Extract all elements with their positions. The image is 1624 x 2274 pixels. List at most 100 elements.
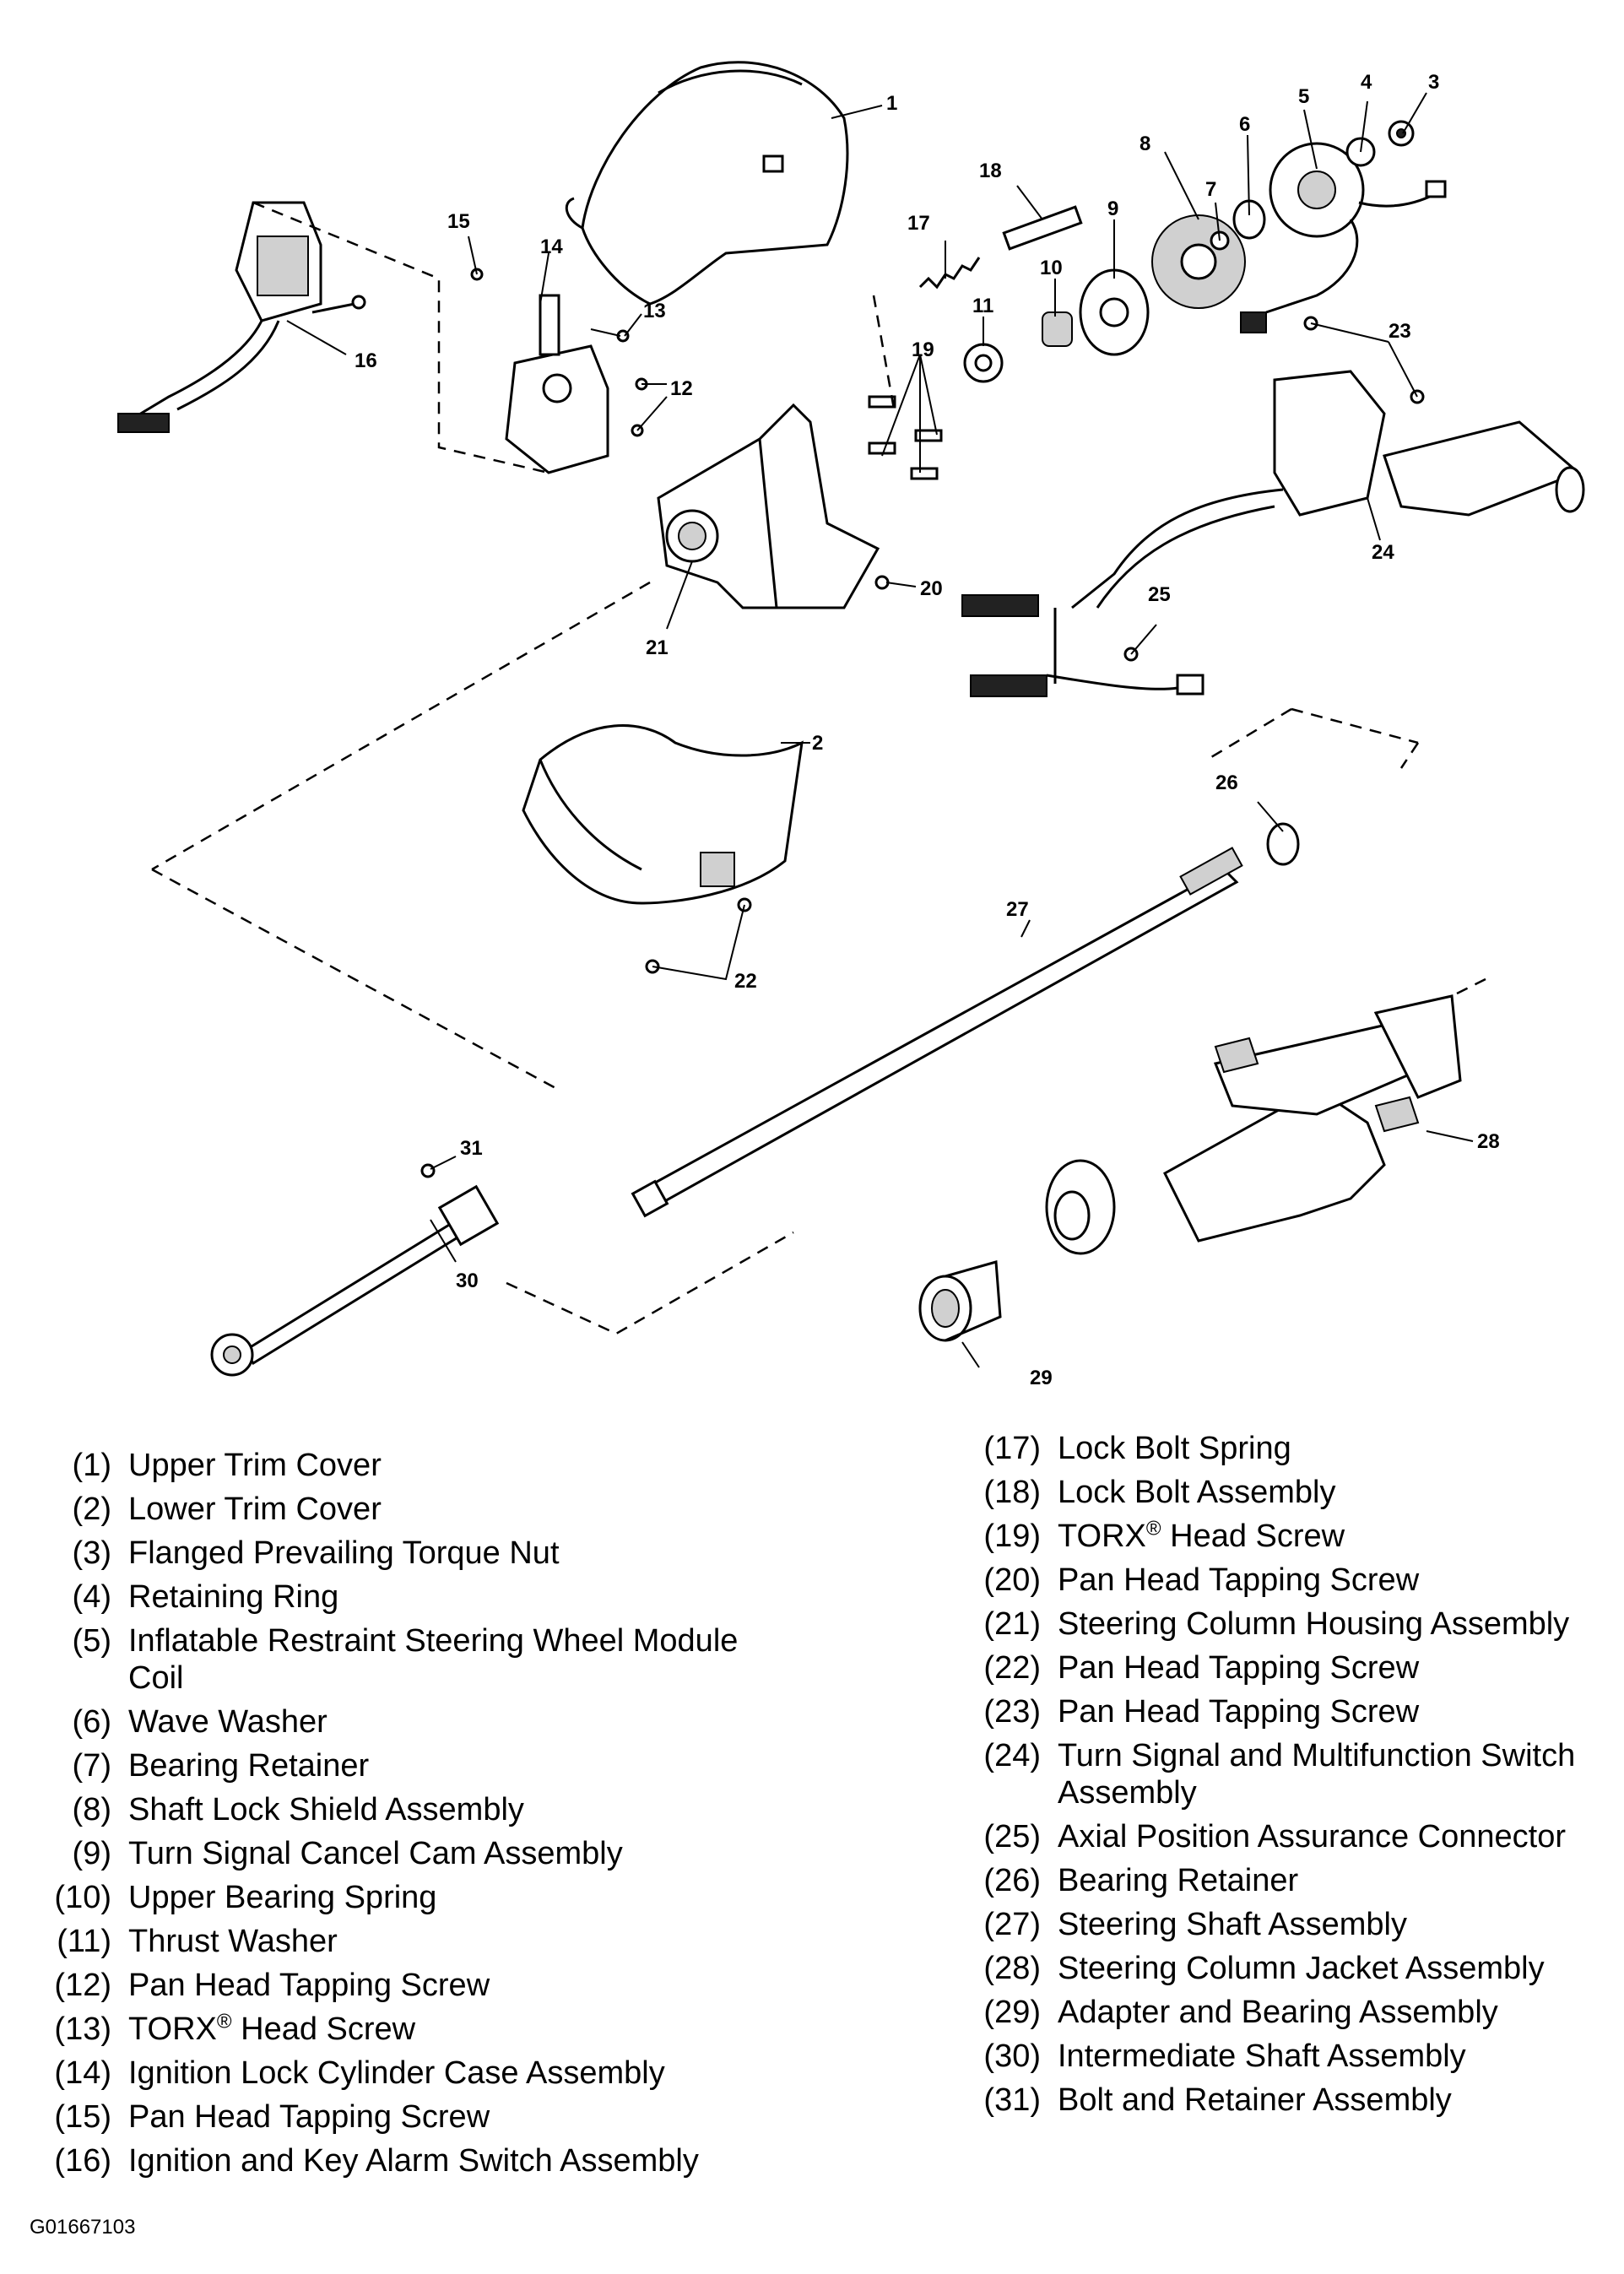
legend-label-text: TORX: [1058, 1519, 1146, 1554]
legend-item: (12) Pan Head Tapping Screw: [34, 1963, 793, 2007]
legend-item: (7) Bearing Retainer: [34, 1744, 793, 1788]
legend-label: Shaft Lock Shield Assembly: [128, 1788, 793, 1832]
legend-label: Turn Signal and Multifunction Switch Ass…: [1058, 1734, 1616, 1815]
legend-label: Axial Position Assurance Connector: [1058, 1815, 1616, 1859]
legend-label-text: Upper Trim Cover: [128, 1448, 382, 1483]
legend-item: (16)Ignition and Key Alarm Switch Assemb…: [34, 2139, 793, 2183]
part-axial-position-connector: [1046, 647, 1204, 696]
legend-label: Pan Head Tapping Screw: [1058, 1690, 1616, 1734]
callout-1: 1: [886, 92, 897, 115]
legend-item: (29)Adapter and Bearing Assembly: [958, 1990, 1616, 2034]
legend-label-text: Intermediate Shaft Assembly: [1058, 2038, 1466, 2074]
callout-13: 13: [643, 300, 666, 322]
legend-number: (31): [983, 2082, 1041, 2118]
part-adapter-bearing: [918, 1260, 1002, 1342]
callout-15: 15: [447, 210, 470, 233]
part-steering-shaft: [631, 847, 1243, 1218]
callout-18: 18: [979, 160, 1002, 182]
legend-label: Ignition Lock Cylinder Case Assembly: [128, 2051, 793, 2095]
callout-20: 20: [920, 577, 943, 600]
legend-label-text: Pan Head Tapping Screw: [1058, 1694, 1420, 1730]
legend-number: (1): [72, 1448, 111, 1483]
legend-label-suffix: Head Screw: [1161, 1519, 1345, 1554]
legend-label: Wave Washer: [128, 1700, 793, 1744]
callout-21: 21: [646, 636, 669, 659]
callout-8: 8: [1140, 133, 1150, 155]
legend-label-text: Ignition Lock Cylinder Case Assembly: [128, 2055, 665, 2091]
legend-label: Flanged Prevailing Torque Nut: [128, 1531, 793, 1575]
callout-3: 3: [1428, 71, 1439, 94]
callout-30: 30: [456, 1270, 479, 1292]
legend-label: Lock Bolt Spring: [1058, 1427, 1616, 1470]
callout-23: 23: [1389, 320, 1411, 343]
legend-label-text: Pan Head Tapping Screw: [128, 2099, 490, 2135]
legend-number: (7): [72, 1748, 111, 1784]
callout-16: 16: [355, 349, 377, 372]
legend-label-text: Retaining Ring: [128, 1579, 339, 1615]
legend-item: (10) Upper Bearing Spring: [34, 1876, 793, 1919]
legend-label-text: Turn Signal Cancel Cam Assembly: [128, 1836, 623, 1871]
part-turn-signal-cancel-cam: [1079, 268, 1150, 356]
leader-lines: [286, 92, 1474, 1368]
legend-number: (12): [54, 1968, 111, 2003]
legend-label-text: Lock Bolt Assembly: [1058, 1475, 1336, 1510]
legend-label-text: Flanged Prevailing Torque Nut: [128, 1535, 560, 1571]
legend-label: Bolt and Retainer Assembly: [1058, 2078, 1616, 2122]
callout-31: 31: [460, 1137, 483, 1160]
legend-label-text: Pan Head Tapping Screw: [1058, 1650, 1420, 1686]
legend-label: Ignition and Key Alarm Switch Assembly: [128, 2139, 793, 2183]
screw-20: [874, 575, 890, 590]
legend-number: (15): [54, 2099, 111, 2135]
part-steering-column-jacket: [1045, 994, 1462, 1255]
legend-label: Lower Trim Cover: [128, 1487, 793, 1531]
legend-label: Inflatable Restraint Steering Wheel Modu…: [128, 1619, 793, 1700]
legend-label: Pan Head Tapping Screw: [1058, 1646, 1616, 1690]
legend-item: (5)Inflatable Restraint Steering Wheel M…: [34, 1619, 793, 1700]
callout-24: 24: [1372, 541, 1394, 564]
legend-label-text: Thrust Washer: [128, 1924, 338, 1959]
part-lock-bolt-spring: [918, 257, 981, 290]
legend-item: (2) Lower Trim Cover: [34, 1487, 793, 1531]
legend-item: (22)Pan Head Tapping Screw: [958, 1646, 1616, 1690]
legend-label-text: TORX: [128, 2011, 217, 2047]
legend-label: Bearing Retainer: [128, 1744, 793, 1788]
legend-label-text: Turn Signal and Multifunction Switch Ass…: [1058, 1738, 1576, 1811]
legend-item: (20)Pan Head Tapping Screw: [958, 1558, 1616, 1602]
legend-label-text: Steering Column Jacket Assembly: [1058, 1951, 1545, 1986]
legend-label-text: Inflatable Restraint Steering Wheel Modu…: [128, 1623, 739, 1696]
legend-item: (23) Pan Head Tapping Screw: [958, 1690, 1616, 1734]
callout-28: 28: [1477, 1130, 1500, 1153]
legend-number: (23): [983, 1694, 1041, 1730]
legend-label-text: Lower Trim Cover: [128, 1492, 382, 1527]
legend-label: TORX® Head Screw: [1058, 1514, 1616, 1558]
part-upper-trim-cover: [565, 61, 849, 306]
callout-22: 22: [734, 970, 757, 993]
legend-number: (18): [983, 1475, 1041, 1510]
legend-number: (2): [72, 1492, 111, 1527]
legend-label: Upper Bearing Spring: [128, 1876, 793, 1919]
callout-9: 9: [1107, 198, 1118, 220]
legend-item: (8)Shaft Lock Shield Assembly: [34, 1788, 793, 1832]
legend-number: (4): [72, 1579, 111, 1615]
callout-labels: 1 2 3 4 5 6 7 8 9 10 11 12 13 14 15 16 1…: [355, 71, 1500, 1389]
legend-label: Bearing Retainer: [1058, 1859, 1616, 1903]
legend-label-text: Upper Bearing Spring: [128, 1880, 437, 1915]
legend-label-text: Adapter and Bearing Assembly: [1058, 1995, 1498, 2030]
legend-number: (10): [54, 1880, 111, 1915]
legend-item: (30) Intermediate Shaft Assembly: [958, 2034, 1616, 2078]
legend-left: (1)Upper Trim Cover(2)Lower Trim Cover(3…: [34, 1443, 793, 2183]
callout-4: 4: [1361, 71, 1372, 94]
legend-label-text: Bearing Retainer: [128, 1748, 370, 1784]
part-bearing-retainer-26: [1266, 822, 1300, 866]
registered-mark: ®: [216, 2010, 232, 2033]
legend-label: Pan Head Tapping Screw: [128, 1963, 793, 2007]
legend-label-text: Wave Washer: [128, 1704, 328, 1740]
legend-item: (13)TORX® Head Screw: [34, 2007, 793, 2051]
legend-label-text: Shaft Lock Shield Assembly: [128, 1792, 524, 1827]
legend-number: (27): [983, 1907, 1041, 1942]
part-torx-screws-19: [868, 395, 943, 480]
legend-label: Pan Head Tapping Screw: [128, 2095, 793, 2139]
legend-label: TORX® Head Screw: [128, 2007, 793, 2051]
legend-number: (30): [983, 2038, 1041, 2074]
legend-label: Thrust Washer: [128, 1919, 793, 1963]
